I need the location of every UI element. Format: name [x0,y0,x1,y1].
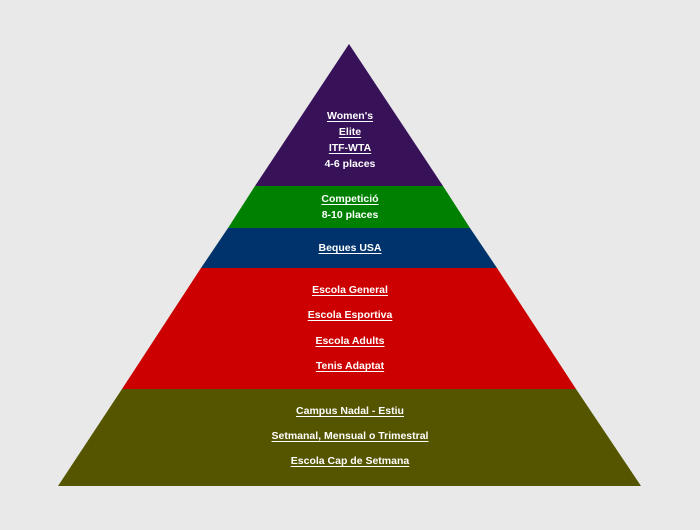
pyramid-tier-beques-usa [201,228,497,268]
womens-link[interactable]: Women's [326,110,374,122]
escola-adults-link[interactable]: Escola Adults [315,334,385,347]
campus-nadal-estiu-link[interactable]: Campus Nadal - Estiu [296,405,404,417]
tier-labels-escola: Escola General Escola Esportiva Escola A… [0,272,700,384]
tier-labels-beques-usa: Beques USA [0,229,700,267]
escola-general-link[interactable]: Escola General [312,283,388,296]
pyramid-tier-campus [58,389,641,486]
beques-usa-link[interactable]: Beques USA [318,242,382,254]
competicio-link[interactable]: Competició [321,193,379,205]
womens-places-text: 4-6 places [324,158,376,170]
setmanal-mensual-trimestral-link[interactable]: Setmanal, Mensual o Trimestral [271,430,429,442]
tier-labels-competicio: Competició 8-10 places [0,188,700,226]
pyramid-tier-womens-elite [255,44,443,186]
pyramid-tier-competicio [228,186,470,228]
escola-cap-de-setmana-link[interactable]: Escola Cap de Setmana [290,455,410,467]
tenis-adaptat-link[interactable]: Tenis Adaptat [315,360,385,373]
elite-link[interactable]: Elite [338,126,362,138]
tier-labels-womens-elite: Women's Elite ITF-WTA 4-6 places [0,100,700,180]
tier-labels-campus: Campus Nadal - Estiu Setmanal, Mensual o… [0,394,700,478]
competicio-places-text: 8-10 places [321,209,379,221]
escola-esportiva-link[interactable]: Escola Esportiva [307,309,393,322]
itf-wta-link[interactable]: ITF-WTA [328,142,372,154]
pyramid-tier-escola [122,268,576,389]
